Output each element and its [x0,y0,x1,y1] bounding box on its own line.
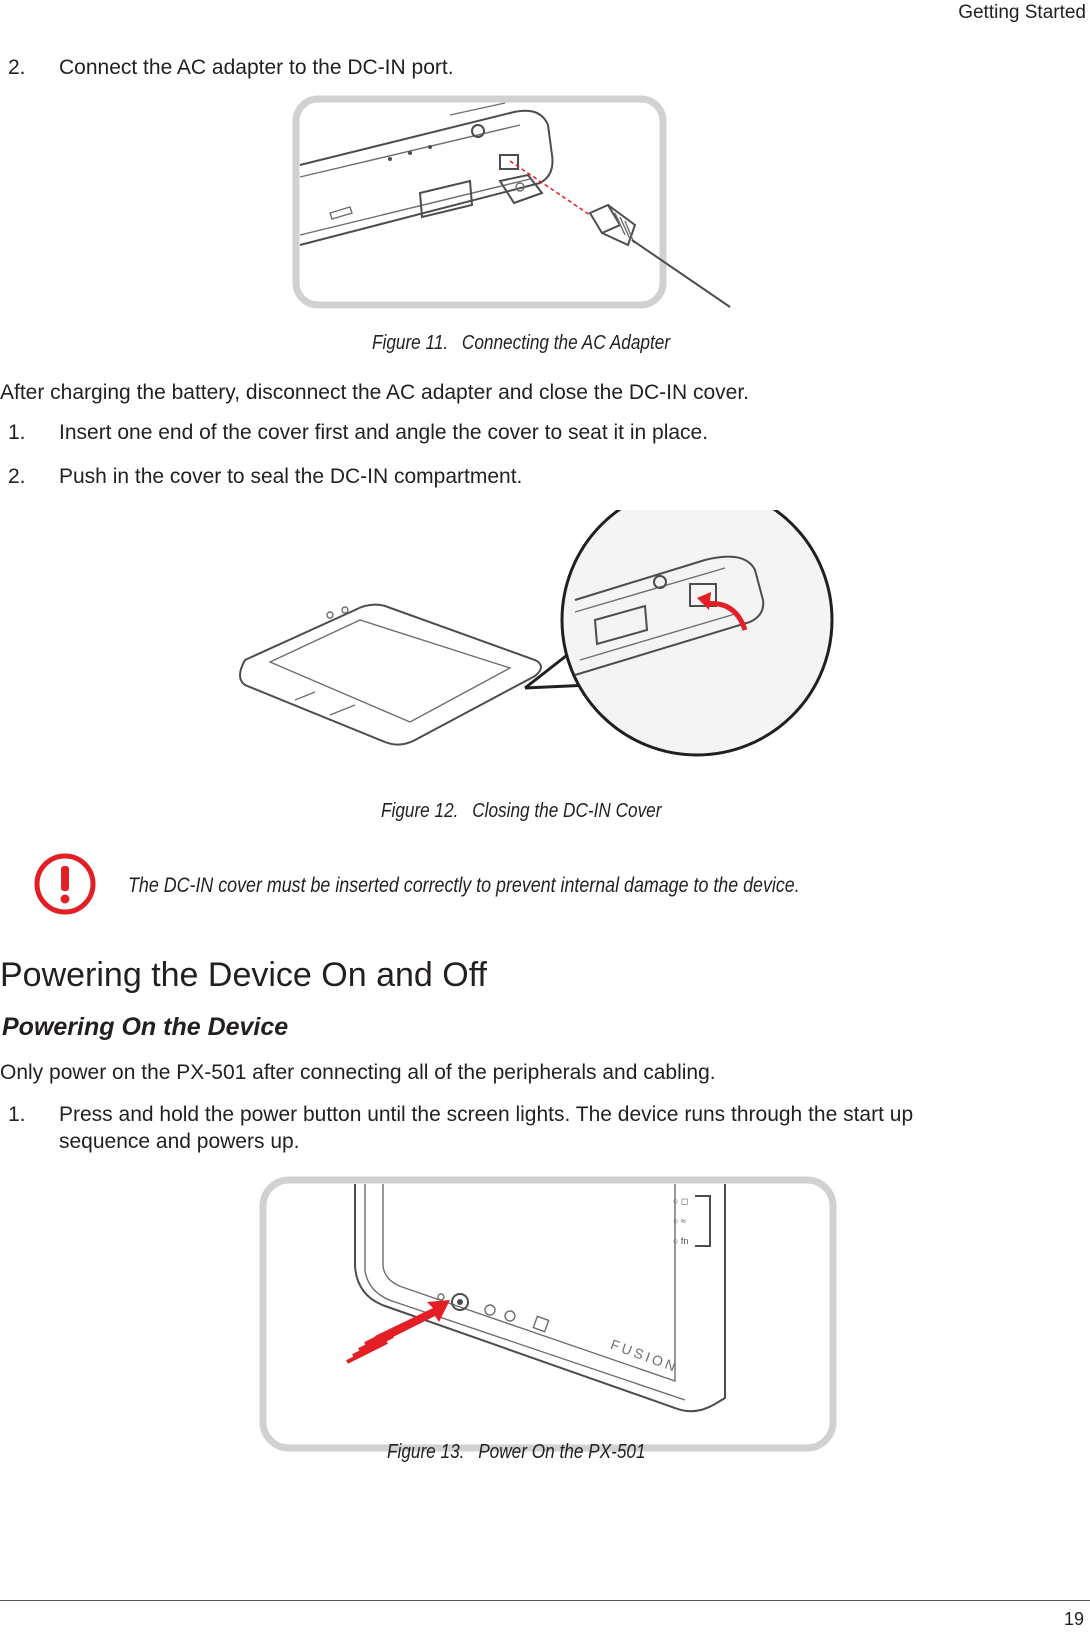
figure-12-caption: Figure 12. Closing the DC-IN Cover [381,800,661,823]
figure-title: Connecting the AC Adapter [461,332,671,354]
list-item: 2. Push in the cover to seal the DC-IN c… [0,464,1090,490]
figure-11-caption: Figure 11. Connecting the AC Adapter [372,332,670,355]
running-header: Getting Started [958,2,1086,23]
svg-text:○ ≈: ○ ≈ [673,1216,686,1226]
page-number: 19 [1063,1609,1084,1629]
svg-text:○ ◻: ○ ◻ [673,1196,688,1206]
figure-13-caption: Figure 13. Power On the PX-501 [387,1441,646,1464]
power-intro-paragraph: Only power on the PX-501 after connectin… [0,1061,716,1084]
section-title: Powering the Device On and Off [0,956,487,994]
step-text-continued: sequence and powers up. [59,1130,300,1153]
step-text: Push in the cover to seal the DC-IN comp… [59,465,523,488]
figure-title: Power On the PX-501 [478,1441,646,1463]
device-logo: FUSION [609,1336,681,1375]
step-connect: 2. Connect the AC adapter to the DC-IN p… [0,55,1090,81]
warning-text: The DC-IN cover must be inserted correct… [128,874,800,897]
footer-divider [0,1600,1090,1601]
step-text: Insert one end of the cover first and an… [59,421,709,444]
subsection-title: Powering On the Device [2,1013,289,1041]
figure-12-illustration [239,510,834,757]
exclamation-icon [34,853,96,915]
figure-13-illustration: ○ ◻ ○ ≈ ○ fn FUSION [259,1176,837,1452]
figure-label: Figure 11. [372,332,449,354]
svg-text:○ fn: ○ fn [673,1236,688,1246]
step-number: 1. [8,1103,26,1126]
step-text: Connect the AC adapter to the DC-IN port… [59,56,454,79]
figure-label: Figure 13. [387,1441,465,1463]
step-text: Press and hold the power button until th… [59,1103,914,1126]
list-item: 1. Press and hold the power button until… [0,1102,1090,1156]
step-number: 1. [8,421,26,444]
after-charging-paragraph: After charging the battery, disconnect t… [0,381,750,404]
step-number: 2. [8,56,26,79]
step-number: 2. [8,465,26,488]
figure-label: Figure 12. [381,800,459,822]
list-item: 1. Insert one end of the cover first and… [0,420,1090,446]
figure-title: Closing the DC-IN Cover [472,800,662,822]
figure-11-illustration [292,95,731,309]
